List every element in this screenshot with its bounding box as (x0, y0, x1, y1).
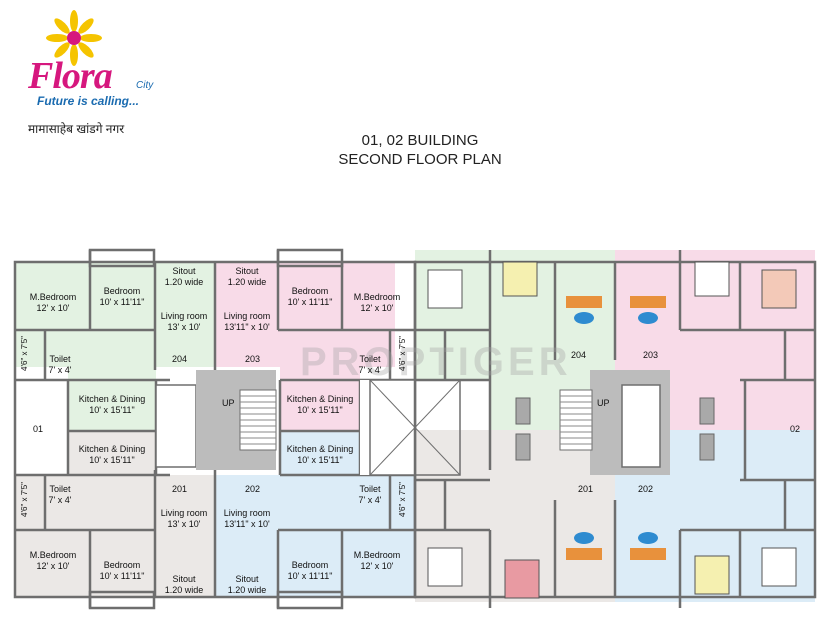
flower-icon (46, 10, 102, 66)
stair-up-right: UP (597, 398, 610, 408)
stair-up-left: UP (222, 398, 235, 408)
flat-201-left: 201 (172, 484, 188, 494)
brand-subtitle: मामासाहेब खांडगे नगर (28, 122, 125, 136)
building-01-label: 01 (33, 424, 44, 434)
flat-202-left: 202 (245, 484, 261, 494)
wc-dim-tm: 4'6" x 7'5" (398, 336, 407, 371)
flat-201-right: 201 (578, 484, 594, 494)
wc-dim-bm: 4'6" x 7'5" (398, 482, 407, 517)
flat-202-right: 202 (638, 484, 654, 494)
watermark: PROPTIGER (300, 340, 572, 384)
brand-tagline: Future is calling... (37, 94, 140, 108)
plan-title-line2: SECOND FLOOR PLAN (338, 151, 502, 168)
flat-203-right: 203 (643, 350, 659, 360)
flora-logo (40, 10, 110, 70)
brand-name: Flora (28, 55, 113, 97)
flat-204-left: 204 (172, 354, 188, 364)
building-02-label: 02 (790, 424, 801, 434)
wc-dim-tl: 4'6" x 7'5" (20, 336, 29, 371)
flat-203-left: 203 (245, 354, 261, 364)
flat-204-right: 204 (571, 350, 587, 360)
brand-city: City (136, 80, 154, 91)
wc-dim-bl: 4'6" x 7'5" (20, 482, 29, 517)
plan-title-line1: 01, 02 BUILDING (361, 132, 479, 149)
